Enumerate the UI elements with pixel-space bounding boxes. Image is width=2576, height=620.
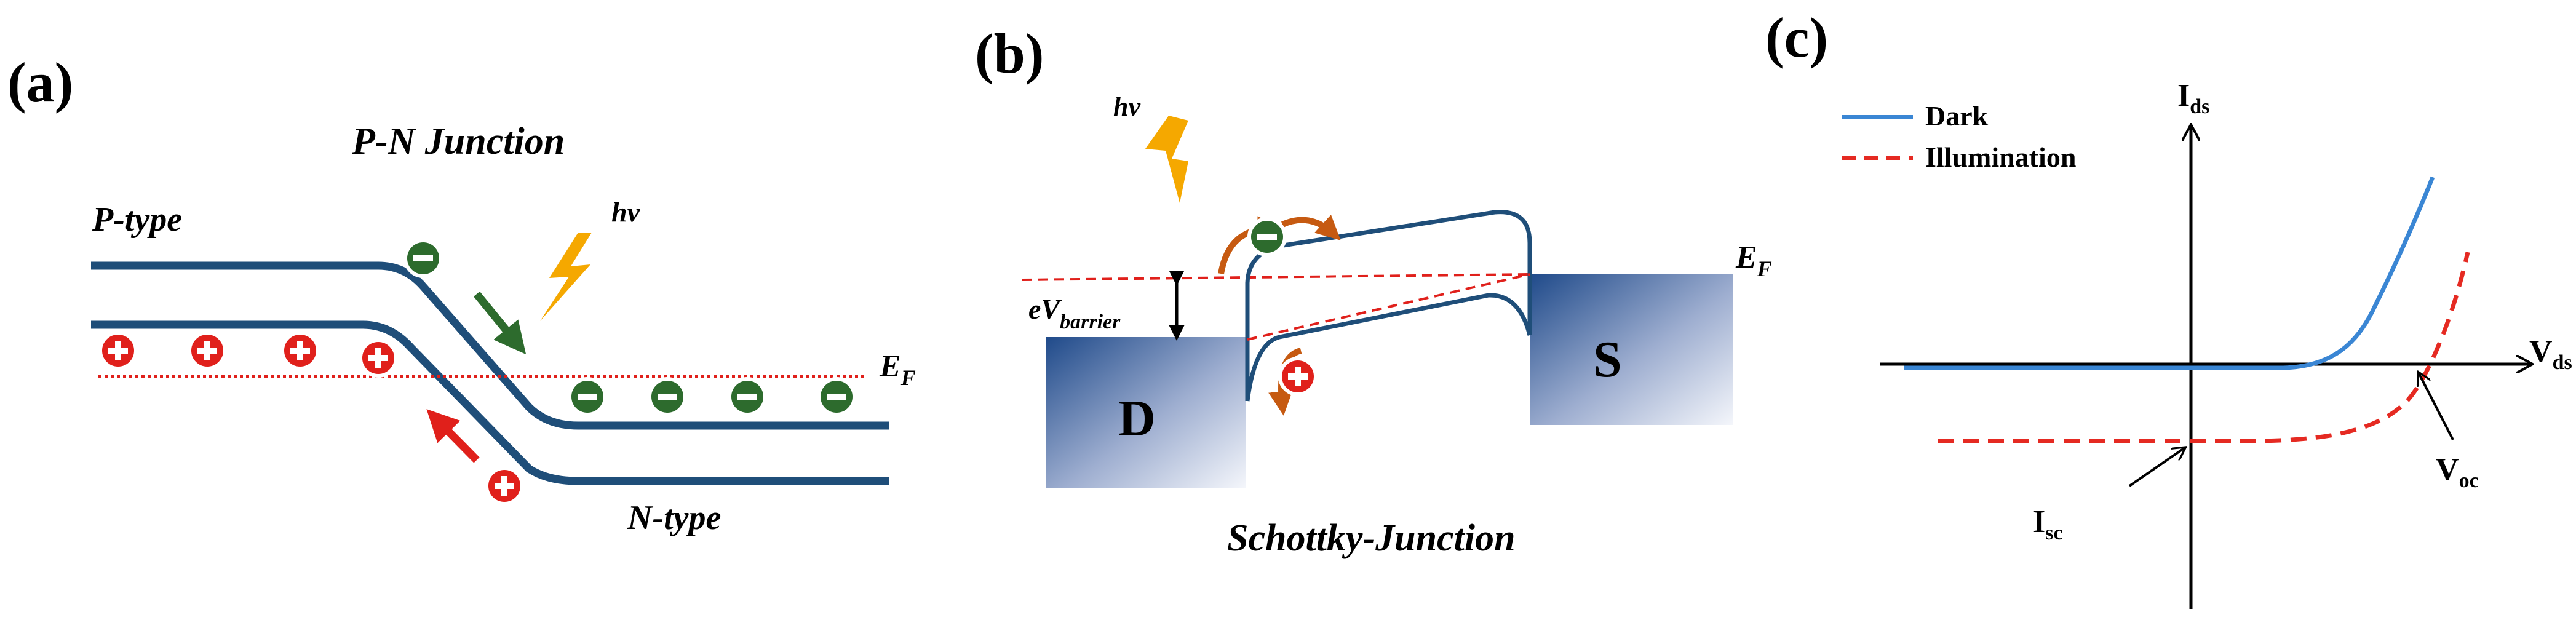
conduction-band-line: [1245, 210, 1532, 401]
valence-band-line: [91, 320, 889, 485]
hole-icon: [280, 331, 320, 370]
illumination-iv-curve: [1938, 252, 2470, 443]
hole-icon: [98, 331, 138, 370]
y-axis-label: Ids: [2177, 78, 2209, 118]
panel-a-label: (a): [7, 51, 73, 114]
source-label: S: [1593, 331, 1622, 388]
drain-label: D: [1118, 390, 1156, 447]
panel-b-label: (b): [975, 22, 1044, 85]
p-type-label: P-type: [92, 201, 182, 239]
schottky-junction-title: Schottky-Junction: [1227, 517, 1516, 559]
photon-label-b: hv: [1113, 92, 1140, 122]
isc-label: Isc: [2033, 504, 2063, 544]
hole-icon: [188, 331, 227, 370]
electron-icon: [1247, 217, 1287, 256]
photon-bolt-icon: [540, 232, 592, 321]
electron-icon: [728, 377, 767, 416]
dark-iv-curve: [1904, 176, 2435, 370]
electron-icon: [403, 239, 443, 278]
hole-icon: [485, 466, 524, 506]
electron-drift-arrow: [473, 291, 527, 355]
electron-icon: [817, 377, 856, 416]
drain-electrode: [1046, 337, 1246, 488]
panel-b: (b) Schottky-Junction hv D S EF eVbarrie…: [975, 22, 1772, 559]
legend-illumination-label: Illumination: [1925, 141, 2076, 173]
valence-band-line: [1245, 293, 1532, 402]
photon-label-a: hv: [611, 196, 640, 228]
panel-c-label: (c): [1765, 6, 1828, 69]
conduction-band-line: [91, 261, 889, 430]
fermi-level-label-b: EF: [1735, 240, 1772, 281]
hole-icon: [359, 338, 398, 378]
hole-icon: [1278, 357, 1318, 396]
source-electrode: [1530, 274, 1733, 425]
voc-label: Voc: [2436, 452, 2479, 492]
intrinsic-level-line: [1247, 273, 1530, 341]
barrier-label: eVbarrier: [1028, 293, 1121, 333]
voc-pointer-arrow: [2419, 373, 2454, 440]
fermi-level-label-a: EF: [879, 349, 916, 390]
electron-transfer-arrow: [1281, 215, 1341, 240]
electron-icon: [648, 377, 687, 416]
pn-junction-title: P-N Junction: [351, 121, 565, 162]
n-type-label: N-type: [627, 499, 721, 537]
hole-drift-arrow: [426, 409, 480, 463]
electron-icon: [568, 377, 607, 416]
panel-c: (c) Dark Illumination Ids Vds Isc Voc: [1765, 6, 2572, 609]
x-axis-label: Vds: [2529, 334, 2572, 374]
isc-pointer-arrow: [2128, 448, 2185, 487]
fermi-level-line-b: [1022, 273, 1530, 281]
panel-a: (a) P-N Junction P-type N-type EF hv: [7, 51, 916, 537]
photon-bolt-icon: [1145, 116, 1188, 203]
legend-dark-label: Dark: [1925, 100, 1989, 132]
